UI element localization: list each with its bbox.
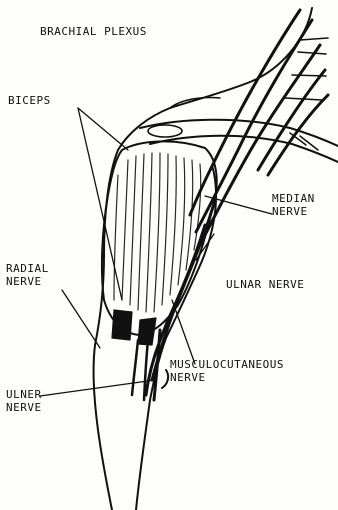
label-biceps: BICEPS	[8, 94, 51, 107]
label-ulner-nerve: ULNER NERVE	[6, 388, 42, 414]
label-musculocutaneous-nerve: MUSCULOCUTANEOUS NERVE	[170, 358, 284, 384]
label-brachial-plexus: BRACHIAL PLEXUS	[40, 25, 147, 38]
musculo-leader	[172, 300, 195, 364]
nerve-trunk-1	[190, 10, 300, 215]
label-radial-nerve: RADIAL NERVE	[6, 262, 49, 288]
biceps-leader-2	[78, 108, 122, 300]
label-median-nerve: MEDIAN NERVE	[272, 192, 315, 218]
label-ulnar-nerve: ULNAR NERVE	[226, 278, 304, 291]
ulner-leader	[40, 380, 155, 396]
biceps-leader-1	[78, 108, 128, 150]
radial-leader	[62, 290, 100, 348]
